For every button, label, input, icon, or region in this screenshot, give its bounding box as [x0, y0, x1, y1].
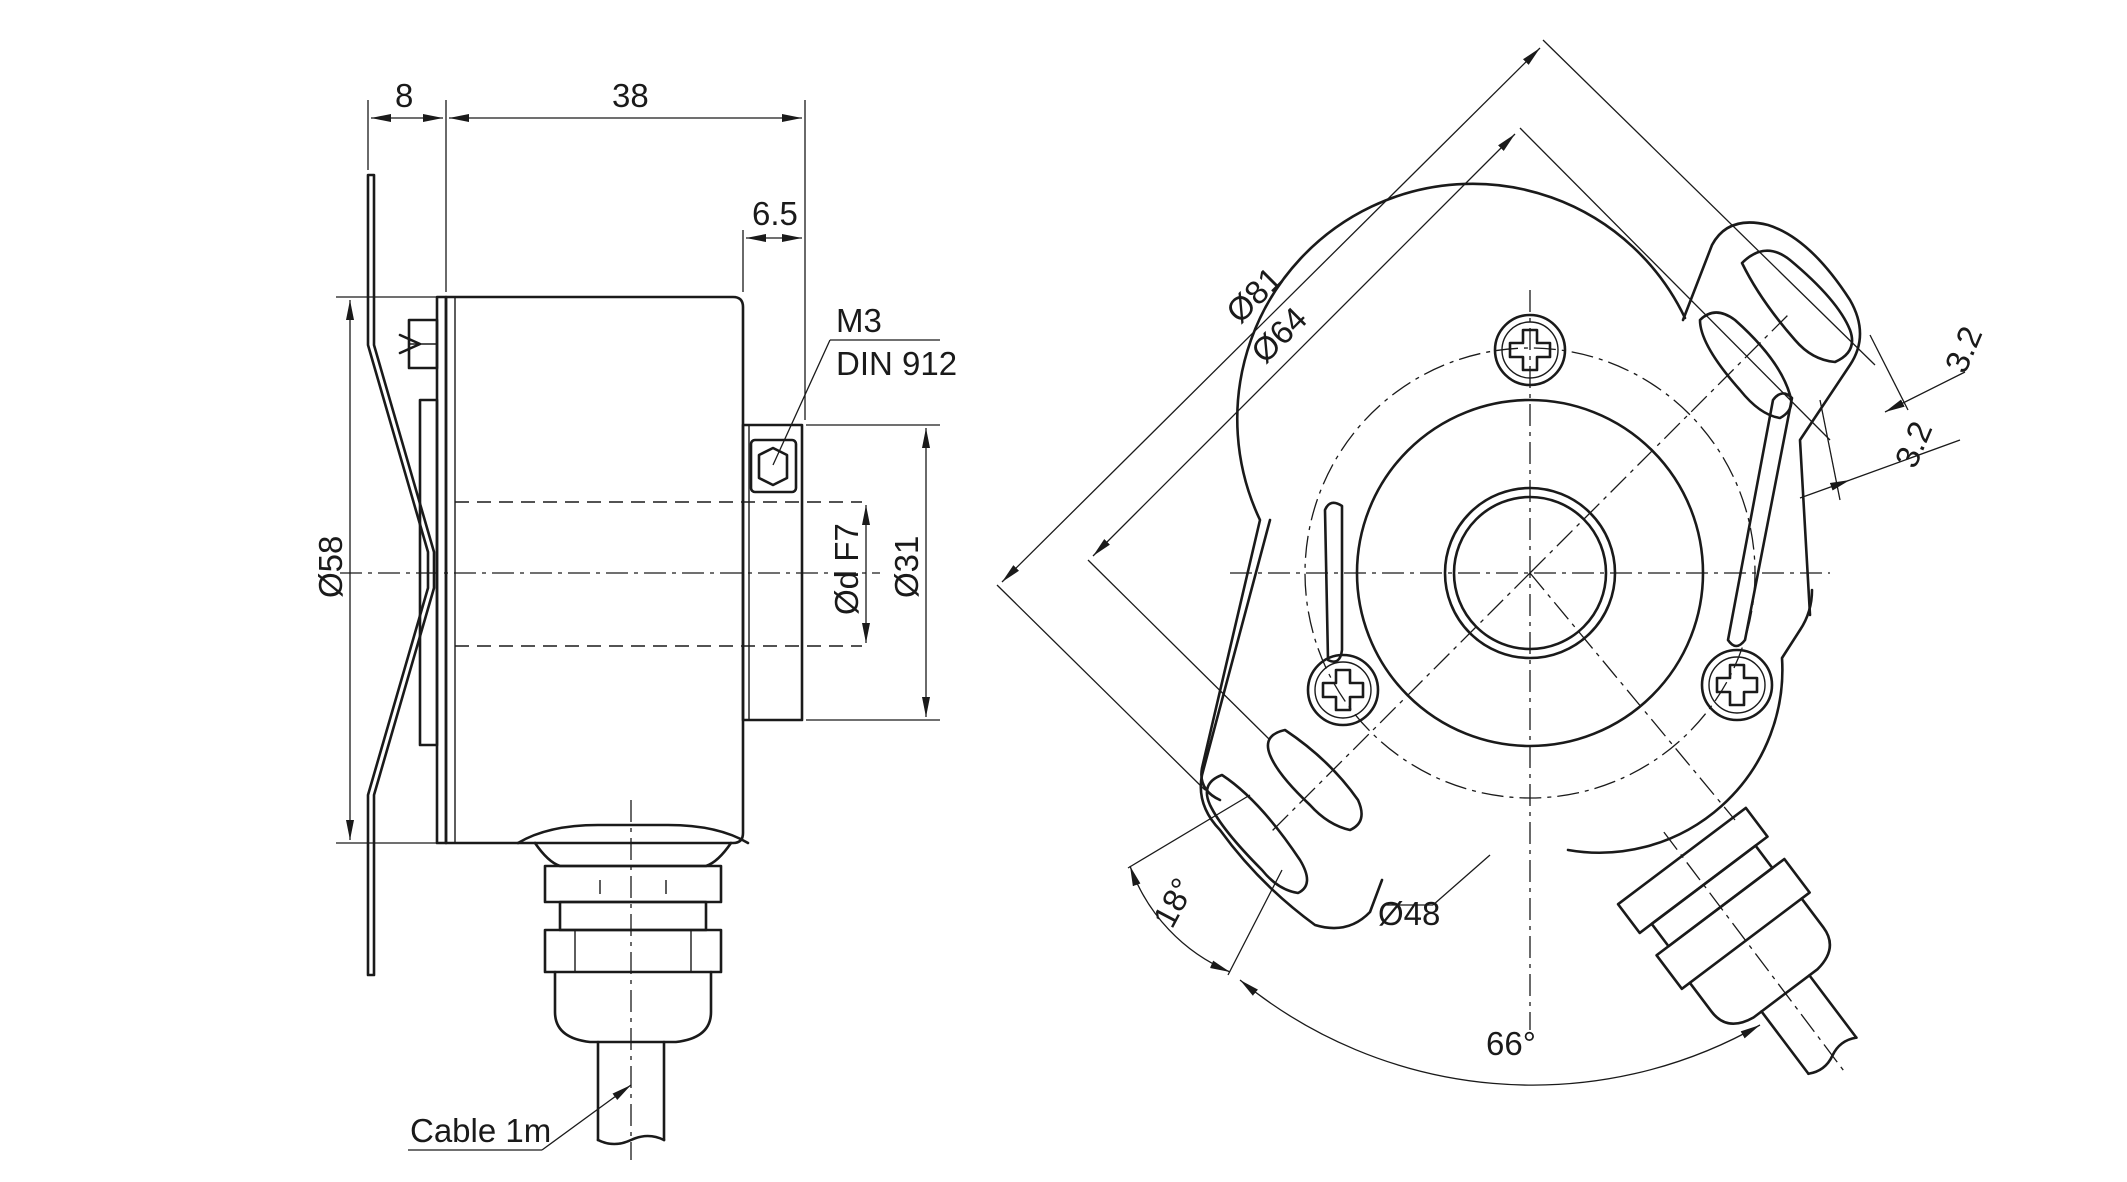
dim-8-label: 8	[395, 77, 413, 114]
screw-right	[1700, 648, 1774, 722]
dim-3-2-a-label: 3.2	[1937, 321, 1989, 378]
screw-callout: M3 DIN 912	[772, 302, 957, 466]
dim-31-label: Ø31	[888, 536, 925, 598]
screw-size-label: M3	[836, 302, 882, 339]
angle-66-label: 66°	[1486, 1025, 1536, 1062]
front-cable-gland	[1616, 806, 1858, 1076]
screw-norm-label: DIN 912	[836, 345, 957, 382]
cable	[596, 800, 666, 1160]
dimension-bore: Ød F7	[828, 505, 870, 643]
front-view: Ø81 Ø64 3.2 3.2 Ø48	[996, 39, 1989, 1086]
dimension-hub: Ø48	[1378, 854, 1491, 932]
spring-plate	[366, 173, 436, 977]
dim-6-5-label: 6.5	[752, 195, 798, 232]
dimension-slot-angle: 18°	[1127, 794, 1283, 976]
dim-38-label: 38	[612, 77, 649, 114]
dimension-slot-width: 3.2 3.2	[1799, 321, 1989, 501]
flange-screw	[398, 318, 439, 370]
side-view: 8 38 6.5 M3 DIN 912 Ø58 Ød F7	[312, 77, 957, 1160]
flange-plate	[435, 295, 448, 845]
cable-gland	[516, 823, 750, 1044]
dimension-mount-angle: 66°	[1239, 979, 1761, 1086]
angle-18-label: 18°	[1146, 872, 1202, 933]
dim-58-label: Ø58	[312, 536, 349, 598]
mounting-slots	[1205, 249, 1854, 895]
cable-label: Cable 1m	[410, 1112, 551, 1149]
dim-bore-label: Ød F7	[828, 523, 865, 615]
screw-left	[1306, 653, 1380, 727]
dimension-body-diameter: Ø58	[312, 296, 440, 844]
dimension-top: 8 38	[367, 77, 806, 420]
encoder-housing	[444, 295, 745, 845]
dim-48-label: Ø48	[1378, 895, 1440, 932]
dimension-bolt-circle: Ø64	[1087, 127, 1831, 741]
cable-callout: Cable 1m	[408, 1084, 632, 1151]
dimension-clamp-diameter: Ø31	[806, 424, 940, 721]
dimension-clamp: 6.5	[742, 195, 802, 292]
